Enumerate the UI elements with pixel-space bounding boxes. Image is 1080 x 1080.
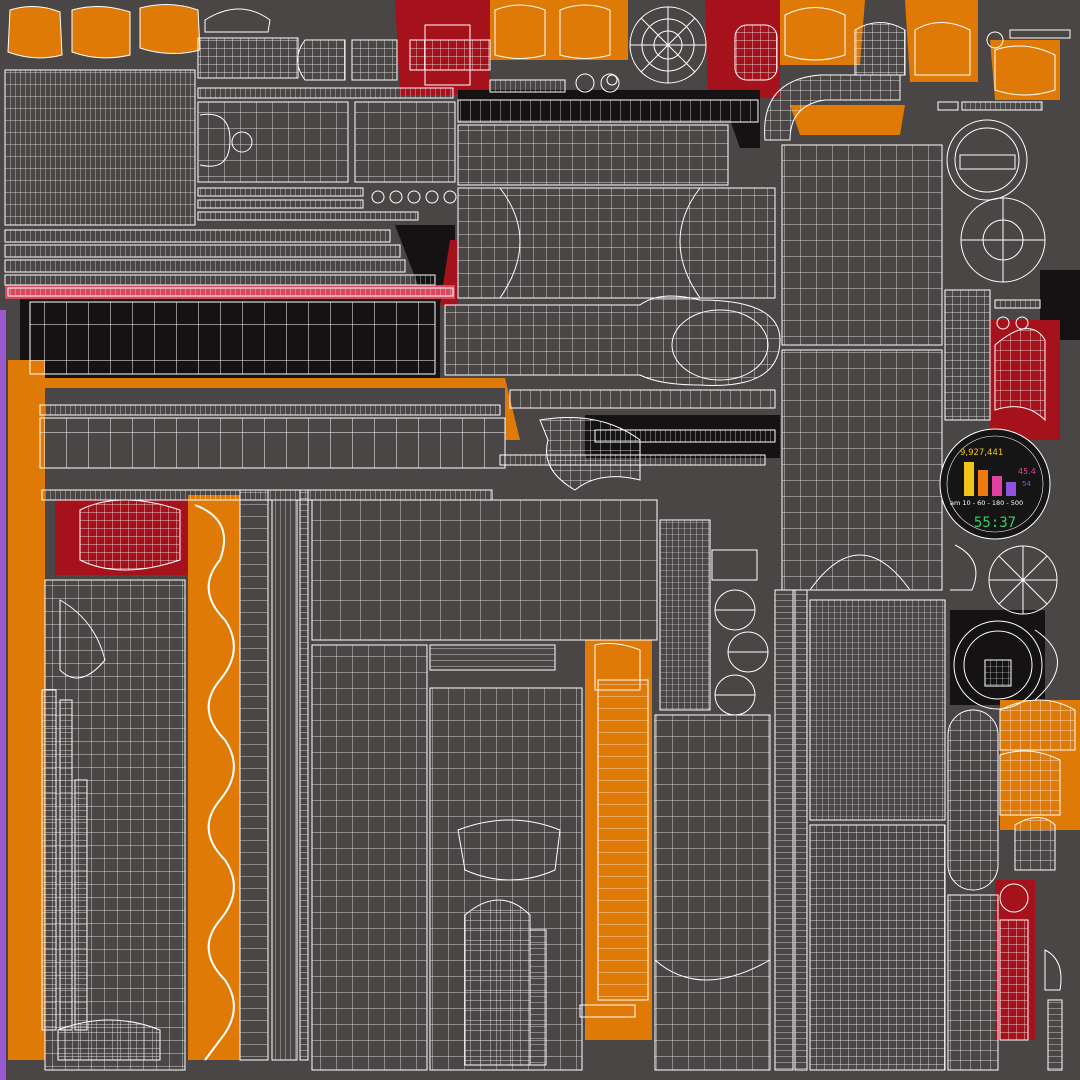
gauge-bar: [1006, 482, 1016, 496]
gauge-time-value: 55:37: [974, 515, 1016, 531]
dial-gauge-icon: 9,927,441 45.4 54 am 10 - 60 - 180 - 500…: [939, 428, 1051, 540]
gauge-side-value: 54: [1022, 480, 1031, 488]
gauge-top-value: 9,927,441: [960, 448, 1003, 458]
gauge-bars: [964, 462, 1016, 496]
gauge-bar: [978, 470, 988, 496]
gauge-bar: [992, 476, 1002, 496]
dense-grid-block: [809, 599, 946, 821]
gauge-scale-label: am 10 - 60 - 180 - 500: [950, 499, 1023, 507]
gauge-mid-value: 45.4: [1018, 467, 1036, 476]
gauge-bar: [964, 462, 974, 496]
wireframe-layer: [4, 4, 1076, 1071]
